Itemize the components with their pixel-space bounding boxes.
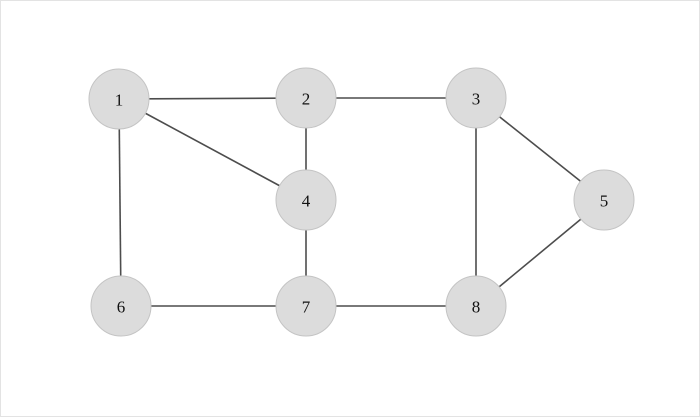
graph-node-5[interactable]: 5 [573, 169, 635, 231]
graph-node-3[interactable]: 3 [445, 67, 507, 129]
graph-edge-1-6 [118, 128, 122, 277]
node-label-5: 5 [600, 192, 609, 211]
graph-node-4[interactable]: 4 [275, 169, 337, 231]
node-label-2: 2 [302, 90, 311, 109]
graph-edge-1-4 [145, 112, 280, 187]
node-circle-4[interactable] [275, 169, 337, 231]
graph-edge-5-8 [498, 218, 582, 288]
node-circle-5[interactable] [573, 169, 635, 231]
graph-node-8[interactable]: 8 [445, 275, 507, 337]
node-circle-7[interactable] [275, 275, 337, 337]
graph-node-2[interactable]: 2 [275, 67, 337, 129]
graph-node-6[interactable]: 6 [90, 275, 152, 337]
graph-node-7[interactable]: 7 [275, 275, 337, 337]
nodes-layer: 1 2 3 4 5 6 7 8 [88, 67, 635, 337]
edges-layer [118, 97, 582, 307]
node-label-7: 7 [302, 298, 311, 317]
node-label-3: 3 [472, 90, 481, 109]
node-circle-3[interactable] [445, 67, 507, 129]
node-circle-6[interactable] [90, 275, 152, 337]
graph-node-1[interactable]: 1 [88, 68, 150, 130]
node-circle-1[interactable] [88, 68, 150, 130]
node-label-1: 1 [115, 91, 124, 110]
graph-edge-3-5 [498, 116, 582, 182]
node-circle-8[interactable] [445, 275, 507, 337]
node-label-6: 6 [117, 298, 126, 317]
graph-edge-1-2 [148, 97, 277, 100]
node-label-8: 8 [472, 298, 481, 317]
node-label-4: 4 [302, 192, 311, 211]
node-circle-2[interactable] [275, 67, 337, 129]
